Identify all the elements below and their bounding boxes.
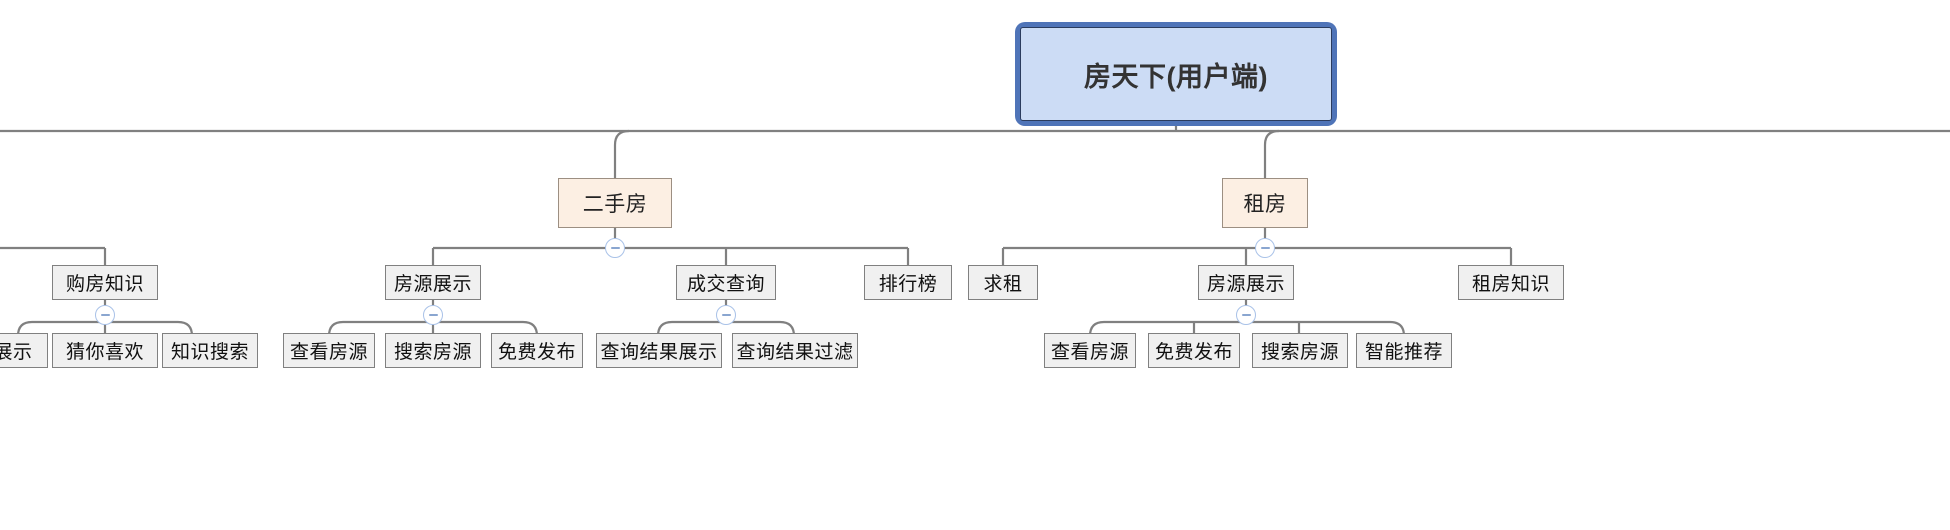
node-goufang-zhishi[interactable]: 购房知识 [52,265,158,300]
leaf-mianfei-fabu-sale[interactable]: 免费发布 [491,333,583,368]
root-node-fangtianxia[interactable]: 房天下(用户端) [1015,22,1337,126]
minus-icon [100,314,110,316]
leaf-mianfei-fabu-rent[interactable]: 免费发布 [1148,333,1240,368]
leaf-cai-ni-xihuan[interactable]: 猜你喜欢 [52,333,158,368]
leaf-zhineng-tuijian[interactable]: 智能推荐 [1356,333,1452,368]
node-chengjiao-chaxun[interactable]: 成交查询 [676,265,776,300]
category-node-zufang[interactable]: 租房 [1222,178,1308,228]
leaf-zhanshi[interactable]: 展示 [0,333,48,368]
minus-icon [1241,314,1251,316]
collapse-toggle-fangyuanzhanshi-sale[interactable] [423,305,443,325]
collapse-toggle-ershoufang[interactable] [605,238,625,258]
minus-icon [610,247,620,249]
root-node-label: 房天下(用户端) [1020,27,1332,121]
collapse-toggle-zufang[interactable] [1255,238,1275,258]
leaf-sousuo-fangyuan-sale[interactable]: 搜索房源 [385,333,481,368]
node-fangyuan-zhanshi-rent[interactable]: 房源展示 [1198,265,1294,300]
collapse-toggle-fangyuanzhanshi-rent[interactable] [1236,305,1256,325]
minus-icon [1260,247,1270,249]
node-zufang-zhishi[interactable]: 租房知识 [1458,265,1564,300]
node-paihangbang[interactable]: 排行榜 [864,265,952,300]
leaf-sousuo-fangyuan-rent[interactable]: 搜索房源 [1252,333,1348,368]
leaf-chakan-fangyuan-rent[interactable]: 查看房源 [1044,333,1136,368]
minus-icon [721,314,731,316]
node-fangyuan-zhanshi-sale[interactable]: 房源展示 [385,265,481,300]
leaf-chaxun-jieguo-zhanshi[interactable]: 查询结果展示 [596,333,722,368]
collapse-toggle-goufangzhishi[interactable] [95,305,115,325]
node-qiuzu[interactable]: 求租 [968,265,1038,300]
leaf-chaxun-jieguo-guolv[interactable]: 查询结果过滤 [732,333,858,368]
category-node-ershoufang[interactable]: 二手房 [558,178,672,228]
leaf-chakan-fangyuan-sale[interactable]: 查看房源 [283,333,375,368]
collapse-toggle-chengjiaochaxun[interactable] [716,305,736,325]
minus-icon [428,314,438,316]
leaf-zhishi-sousuo[interactable]: 知识搜索 [162,333,258,368]
